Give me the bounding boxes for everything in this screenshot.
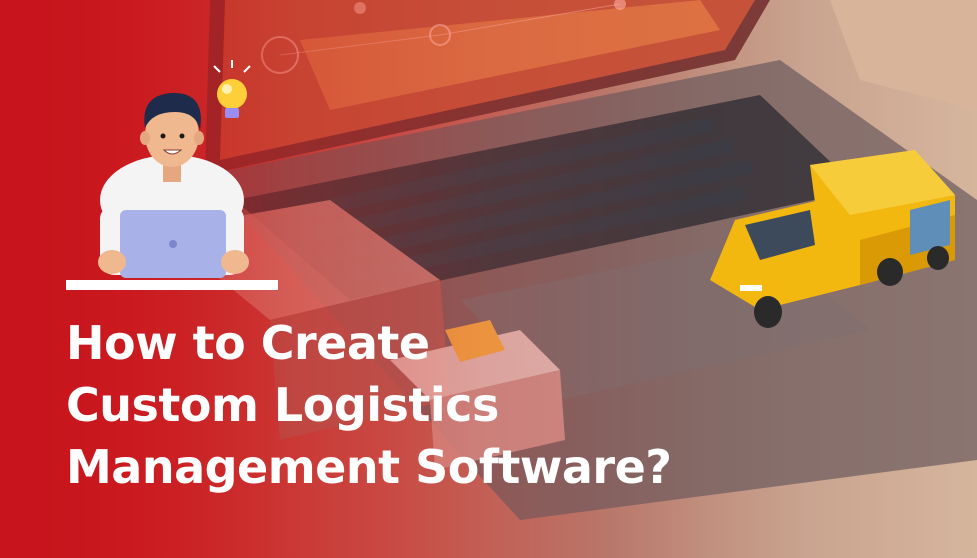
title-line-1: How to Create <box>66 316 430 370</box>
title-line-2: Custom Logistics <box>66 378 499 432</box>
developer-with-laptop-icon <box>66 60 278 290</box>
desk-line <box>66 280 278 290</box>
page-title: How to Create Custom Logistics Managemen… <box>66 312 672 498</box>
lightbulb-icon <box>213 60 251 118</box>
title-line-3: Management Software? <box>66 440 672 494</box>
